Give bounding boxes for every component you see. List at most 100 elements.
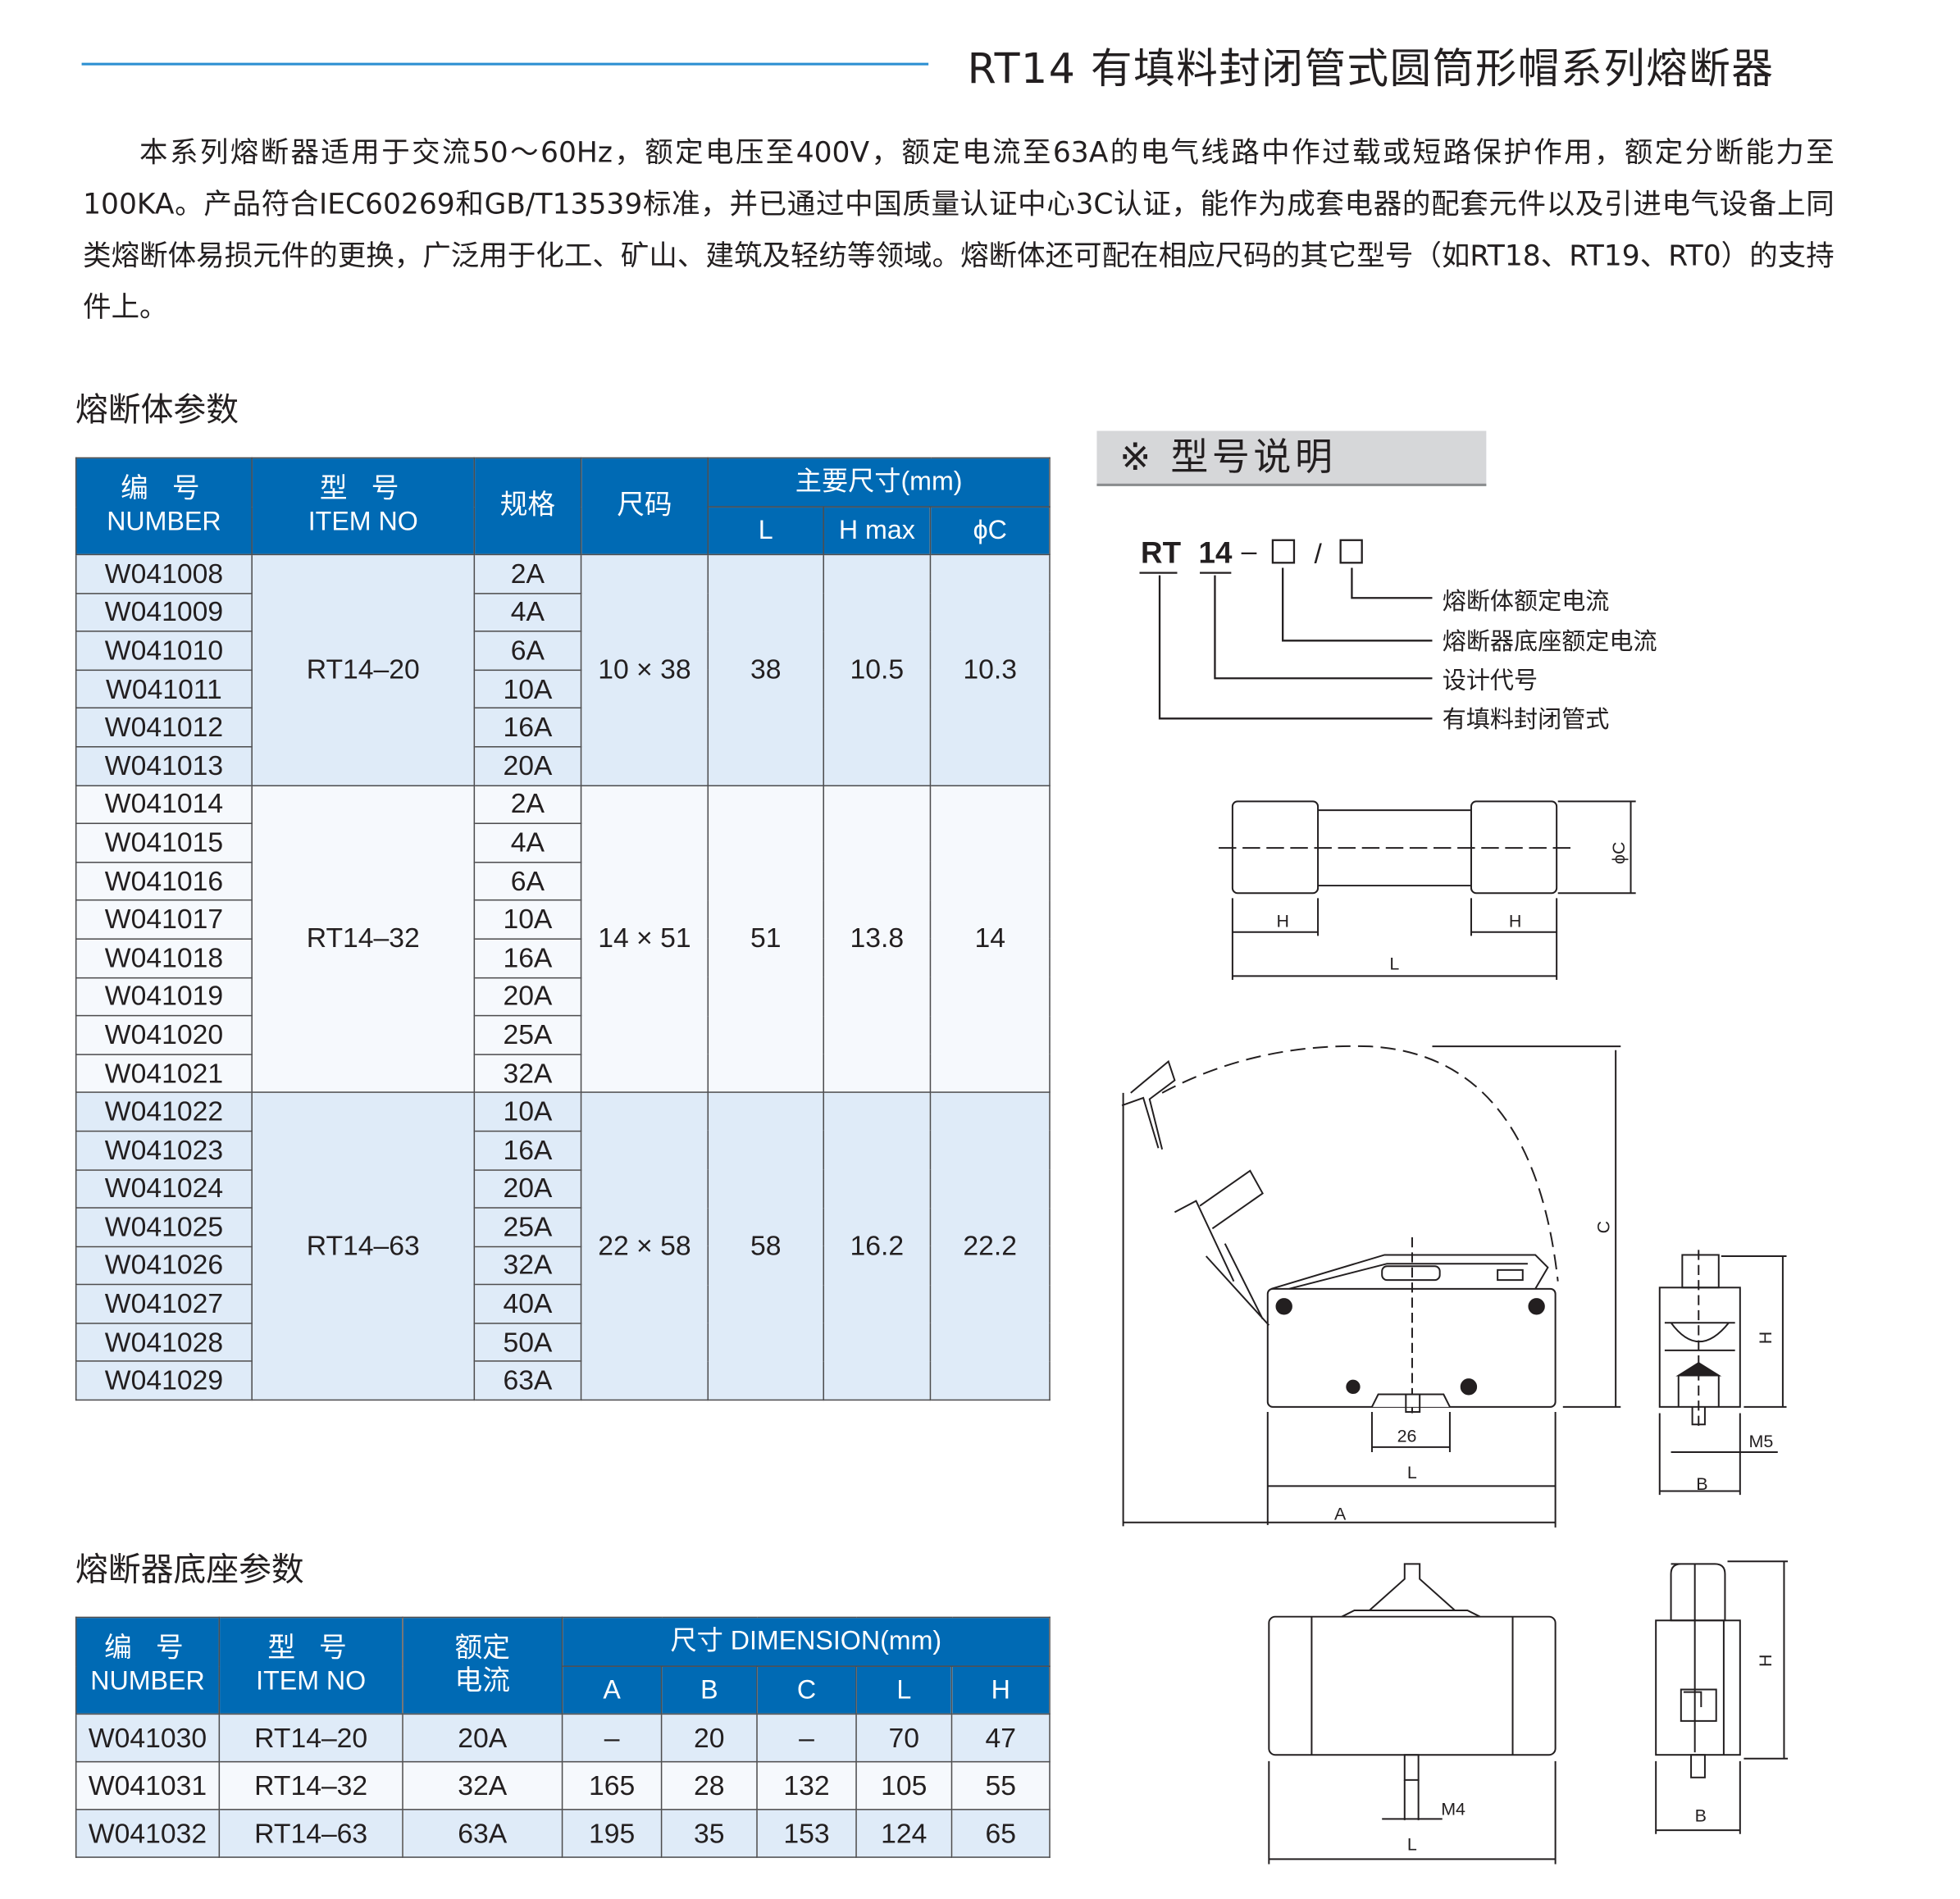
dim-phiC: ϕC	[1609, 842, 1629, 865]
table-row: W041026 32A	[75, 1246, 1050, 1286]
dim-26: 26	[1397, 1427, 1417, 1446]
col-size: 尺码	[580, 457, 709, 556]
col-dims: 尺寸 DIMENSION(mm)	[561, 1616, 1051, 1667]
cell-C: –	[756, 1713, 857, 1763]
cell-item: RT14–32	[218, 1760, 403, 1810]
cell-item: RT14–32	[251, 784, 476, 1094]
dim-B: B	[1695, 1806, 1707, 1825]
code-rt: RT	[1141, 535, 1182, 569]
cell-number: W041030	[75, 1713, 221, 1763]
cell-spec: 50A	[473, 1323, 582, 1363]
cell-spec: 6A	[473, 631, 582, 671]
cell-number: W041032	[75, 1809, 221, 1858]
cell-Hmax: 16.2	[823, 1091, 932, 1401]
cell-H: 47	[950, 1713, 1051, 1763]
cell-size: 22 × 58	[580, 1091, 709, 1401]
col-L: L	[707, 506, 824, 556]
dim-L: L	[1407, 1463, 1417, 1482]
cell-phiC: 22.2	[929, 1091, 1051, 1401]
cell-phiC: 10.3	[929, 553, 1051, 786]
dim-H: H	[1756, 1332, 1775, 1344]
dim-H: H	[1756, 1654, 1775, 1666]
cell-item: RT14–63	[251, 1091, 476, 1401]
cell-A: 165	[561, 1760, 663, 1810]
cell-number: W041012	[75, 708, 253, 748]
code-box-1	[1271, 539, 1296, 564]
cell-rated: 63A	[402, 1809, 563, 1858]
cell-number: W041023	[75, 1130, 253, 1171]
cell-number: W041026	[75, 1246, 253, 1286]
code-dash: –	[1242, 535, 1257, 567]
label-enclosed-type: 有填料封闭管式	[1443, 705, 1610, 733]
cell-A: –	[561, 1713, 663, 1763]
cell-number: W041014	[75, 784, 253, 825]
table-row: W041009 4A	[75, 592, 1050, 632]
cell-number: W041027	[75, 1284, 253, 1324]
cell-rated: 32A	[402, 1760, 563, 1810]
cell-C: 132	[756, 1760, 857, 1810]
cell-spec: 2A	[473, 784, 582, 825]
cell-number: W041009	[75, 592, 253, 632]
cell-A: 195	[561, 1809, 663, 1858]
cell-spec: 25A	[473, 1207, 582, 1247]
dim-M5: M5	[1749, 1432, 1774, 1451]
cell-spec: 4A	[473, 822, 582, 863]
cell-L: 70	[855, 1713, 953, 1763]
cell-spec: 16A	[473, 1130, 582, 1171]
cell-number: W041028	[75, 1323, 253, 1363]
cell-rated: 20A	[402, 1713, 563, 1763]
cell-number: W041021	[75, 1053, 253, 1094]
cell-spec: 63A	[473, 1360, 582, 1401]
col-rated: 额定电流	[402, 1616, 563, 1715]
col-phiC: ϕC	[929, 506, 1051, 556]
cell-spec: 32A	[473, 1246, 582, 1286]
cell-spec: 4A	[473, 592, 582, 632]
cell-phiC: 14	[929, 784, 1051, 1094]
base-large-drawing: 26 L A C H M5 B	[1121, 1045, 1787, 1528]
intro-text: 本系列熔断器适用于交流50～60Hz，额定电压至400V，额定电流至63A的电气…	[83, 128, 1835, 334]
base-small-drawing: M4 L H B	[1268, 1560, 1789, 1865]
table-row: W041028 50A	[75, 1323, 1050, 1363]
cell-number: W041019	[75, 977, 253, 1017]
table-row: W041010 6A	[75, 631, 1050, 671]
cell-spec: 25A	[473, 1015, 582, 1055]
label-base-current: 熔断器底座额定电流	[1443, 627, 1657, 655]
cell-H: 65	[950, 1809, 1051, 1858]
cell-spec: 10A	[473, 669, 582, 709]
col-spec: 规格	[473, 457, 582, 556]
dim-M4: M4	[1441, 1800, 1465, 1819]
cell-spec: 20A	[473, 745, 582, 786]
cell-number: W041018	[75, 938, 253, 978]
label-design-code: 设计代号	[1443, 667, 1538, 694]
cell-spec: 10A	[473, 1091, 582, 1132]
dim-B: B	[1696, 1474, 1707, 1494]
code-14: 14	[1199, 535, 1233, 569]
dim-H-left: H	[1277, 912, 1289, 931]
cell-spec: 2A	[473, 553, 582, 594]
cell-L: 58	[707, 1091, 824, 1401]
cell-number: W041010	[75, 631, 253, 671]
cell-Hmax: 10.5	[823, 553, 932, 786]
base-table-heading: 熔断器底座参数	[75, 1551, 304, 1589]
cell-number: W041011	[75, 669, 253, 709]
label-fuse-current: 熔断体额定电流	[1443, 587, 1610, 615]
